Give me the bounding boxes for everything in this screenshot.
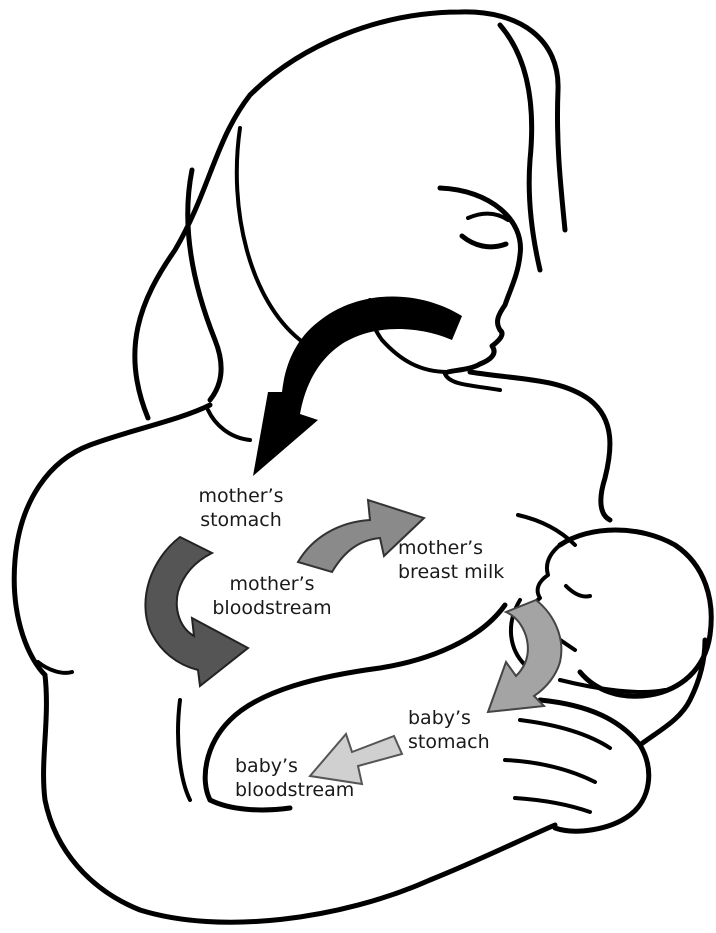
baby-head bbox=[560, 530, 711, 696]
mother-hair-strand-2 bbox=[237, 128, 300, 340]
label-baby-stomach: baby’s stomach bbox=[408, 706, 508, 754]
mother-finger-2 bbox=[505, 760, 595, 782]
label-baby-bloodstream: baby’s bloodstream bbox=[235, 754, 375, 802]
mother-left-arm-inner bbox=[178, 700, 190, 800]
label-mother-bloodstream: mother’s bloodstream bbox=[208, 572, 336, 620]
mother-finger-1 bbox=[520, 720, 610, 748]
baby-eye bbox=[566, 586, 590, 597]
mother-eye bbox=[462, 236, 506, 247]
baby-belly-line bbox=[560, 680, 665, 692]
mother-right-shoulder bbox=[470, 372, 610, 520]
mother-finger-3 bbox=[515, 798, 590, 812]
label-mother-stomach: mother’s stomach bbox=[186, 484, 296, 532]
label-mother-breast-milk: mother’s breast milk bbox=[398, 536, 528, 584]
mother-eyebrow bbox=[468, 214, 508, 220]
mother-hair-strand bbox=[188, 170, 221, 400]
arrow-milk-to-baby-stomach bbox=[488, 600, 561, 712]
mother-collar bbox=[208, 410, 250, 440]
